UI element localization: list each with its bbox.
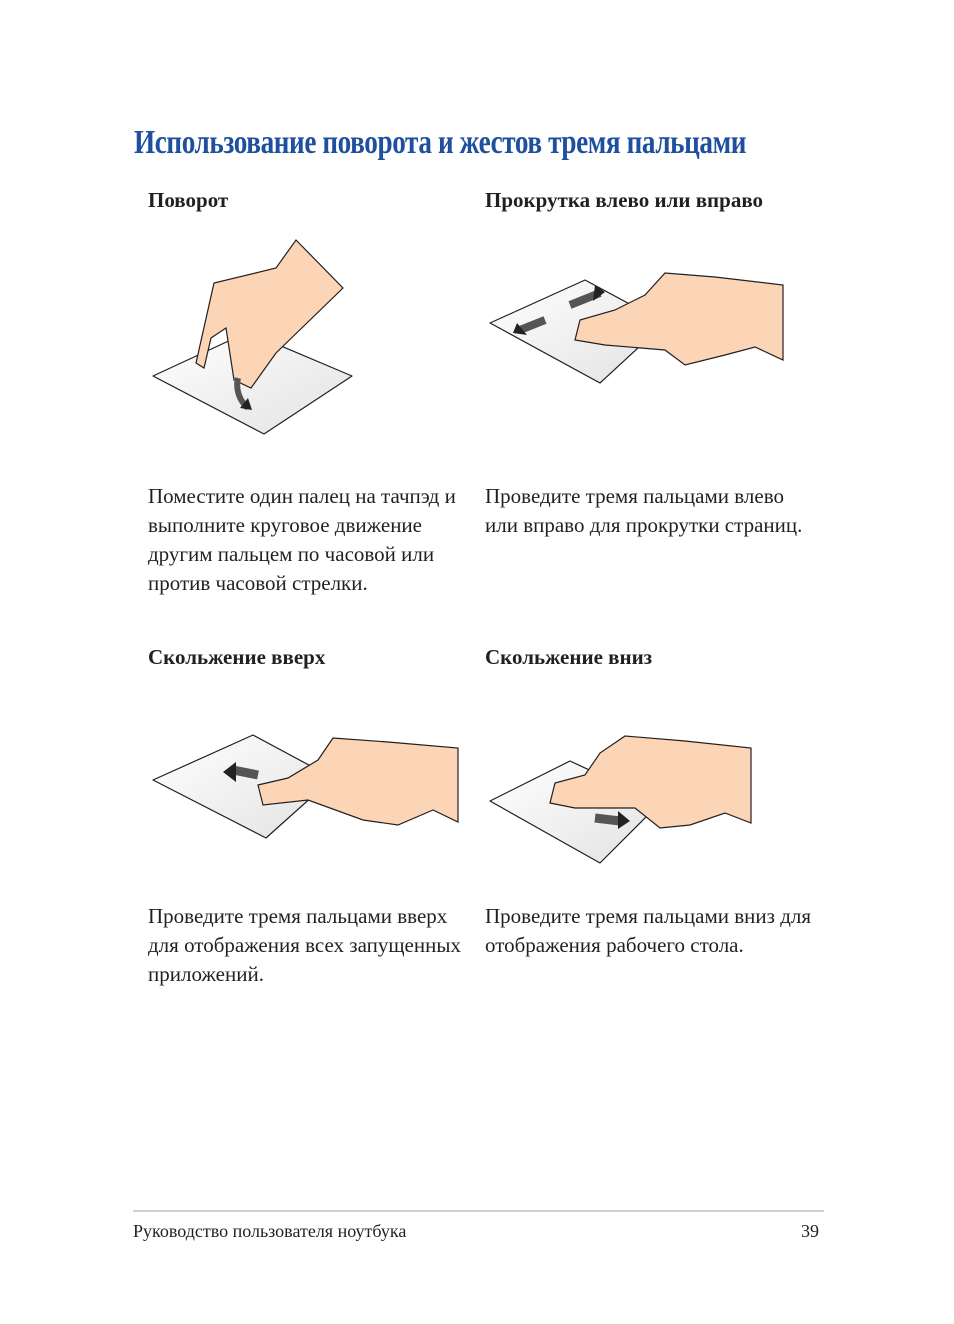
section-text-swipe-down: Проведите тремя пальцами вниз для отобра… <box>485 904 812 957</box>
page-number: 39 <box>801 1221 819 1241</box>
swipe-up-gesture-illustration <box>152 734 459 839</box>
section-heading-rotate: Поворот <box>148 188 229 212</box>
page-title: Использование поворота и жестов тремя па… <box>134 124 747 161</box>
section-text-rotate: Поместите один палец на тачпэд и выполни… <box>148 484 456 595</box>
scroll-gesture-illustration <box>489 272 784 384</box>
section-heading-scroll: Прокрутка влево или вправо <box>485 188 764 212</box>
section-text-scroll: Проведите тремя пальцами влево или вправ… <box>485 484 803 537</box>
section-text-swipe-up: Проведите тремя пальцами вверх для отобр… <box>148 904 461 986</box>
footer-title: Руководство пользователя ноутбука <box>133 1221 407 1241</box>
section-heading-swipe-up: Скольжение вверх <box>148 645 326 669</box>
rotate-gesture-illustration <box>152 239 353 435</box>
footer-divider <box>133 1210 824 1212</box>
section-heading-swipe-down: Скольжение вниз <box>485 645 653 669</box>
swipe-down-gesture-illustration <box>489 735 752 864</box>
